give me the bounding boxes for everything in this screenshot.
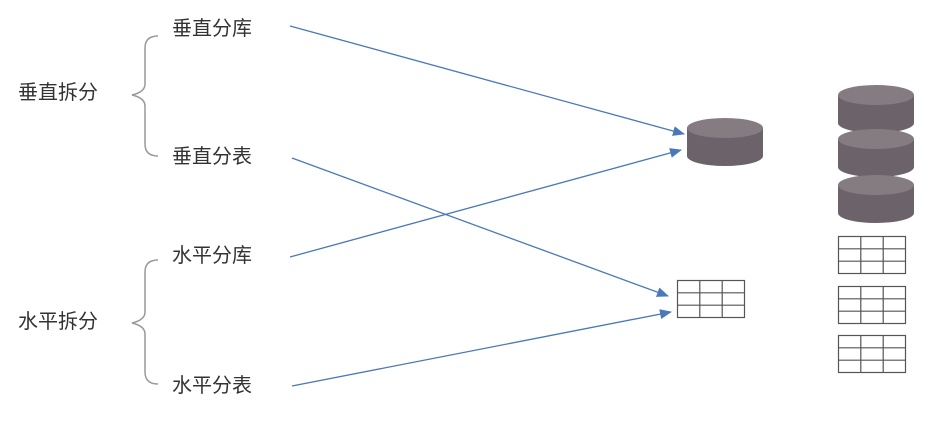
arrow-horizontal-table-to-table (291, 309, 672, 387)
database-icon (838, 129, 914, 177)
horizontal-split-label: 水平拆分 (18, 309, 98, 333)
arrow-vertical-db-to-database (289, 25, 685, 136)
arrow-horizontal-db-to-database (289, 148, 682, 258)
database-icon (838, 85, 914, 133)
vertical-split-bracket (131, 35, 159, 157)
table-grid-icon (837, 235, 907, 275)
horizontal-db-sharding-label: 水平分库 (172, 243, 252, 267)
vertical-table-sharding-label: 垂直分表 (172, 144, 252, 168)
vertical-split-label: 垂直拆分 (18, 80, 98, 104)
database-icon (687, 118, 763, 166)
vertical-db-sharding-label: 垂直分库 (172, 16, 252, 40)
horizontal-table-sharding-label: 水平分表 (172, 373, 252, 397)
arrow-vertical-table-to-table (291, 157, 669, 297)
database-icon (838, 175, 914, 223)
table-grid-icon (837, 285, 907, 325)
table-grid-icon (837, 334, 907, 374)
table-grid-icon (676, 279, 746, 319)
horizontal-split-bracket (131, 259, 159, 385)
